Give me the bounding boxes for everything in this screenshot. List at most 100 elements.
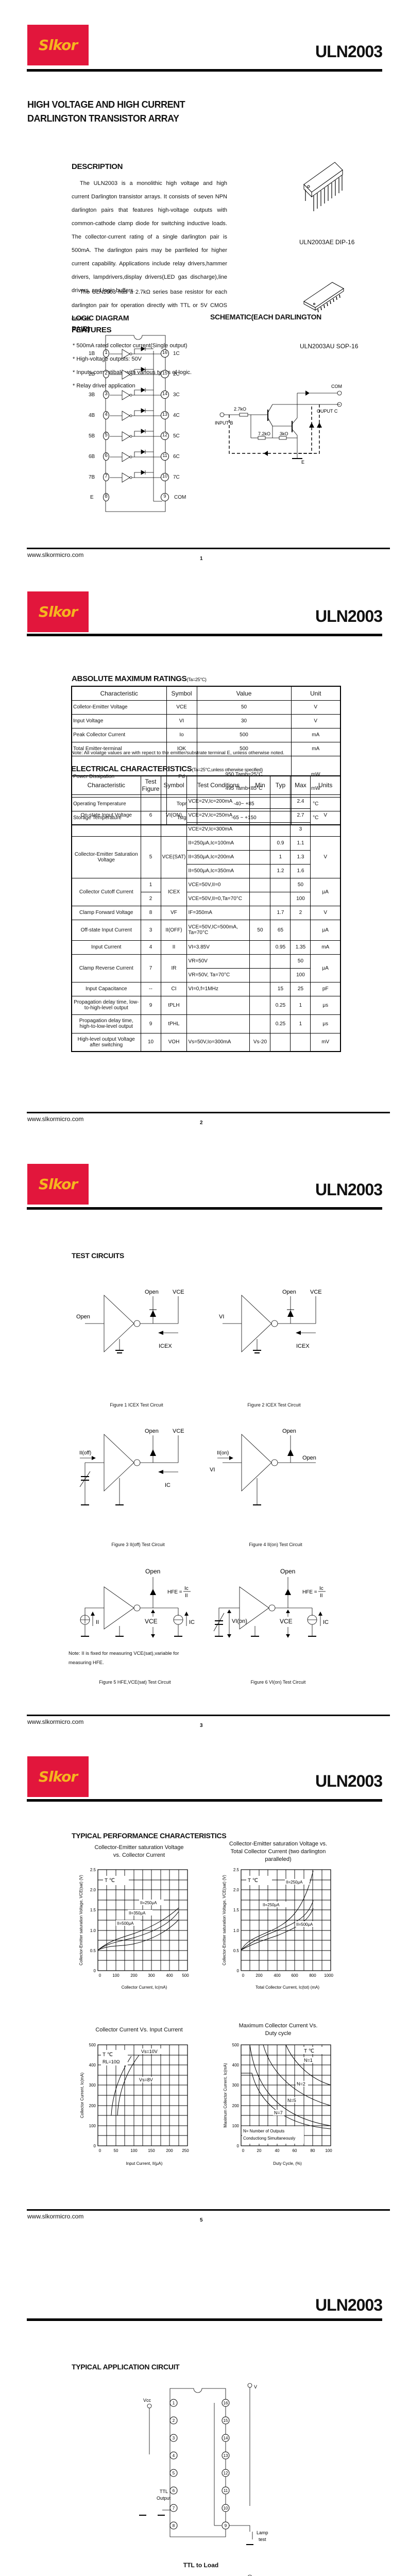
svg-text:Vs=8V: Vs=8V: [139, 2077, 153, 2082]
amr-note: Note: All volatge values are with repect…: [71, 750, 284, 756]
features-heading: FEATURES: [72, 326, 112, 334]
svg-text:7: 7: [173, 2506, 175, 2511]
chart-title: Collector-Emitter saturation Voltage vs.…: [94, 1844, 184, 1858]
svg-text:N= Number of Outputs: N= Number of Outputs: [243, 2129, 284, 2133]
figure-caption: Figure 2 ICEX Test Circuit: [247, 1402, 301, 1408]
svg-text:200: 200: [166, 2148, 173, 2153]
svg-text:13: 13: [224, 2453, 228, 2458]
svg-text:1: 1: [173, 2401, 175, 2405]
svg-text:VI: VI: [219, 1314, 224, 1320]
page-3: Slkor ULN2003 TEST CIRCUITS Open Open VC…: [0, 1157, 409, 1736]
svg-text:Input Current, II(μA): Input Current, II(μA): [126, 2161, 163, 2166]
svg-text:16: 16: [224, 2401, 228, 2405]
header-rule: [27, 2318, 382, 2321]
chart-vce-vs-ic: T ℃ II=250μA II=350μA II=500μA 2.52.01.5…: [79, 1868, 189, 1990]
description-heading: DESCRIPTION: [72, 162, 123, 171]
svg-text:400: 400: [274, 1973, 281, 1978]
svg-text:0: 0: [99, 2148, 101, 2153]
svg-text:N=5: N=5: [287, 2098, 296, 2103]
svg-text:6: 6: [173, 2488, 175, 2493]
svg-text:10: 10: [224, 2506, 228, 2511]
svg-text:1.5: 1.5: [90, 1908, 96, 1912]
svg-text:N=1: N=1: [304, 2058, 313, 2063]
svg-text:RL=10Ω: RL=10Ω: [103, 2059, 120, 2064]
svg-text:Open: Open: [145, 1568, 160, 1575]
svg-text:Collector-Emitter saturation V: Collector-Emitter saturation Voltage, VC…: [79, 1875, 83, 1965]
svg-text:test: test: [259, 2537, 266, 2542]
circuit-caption: TTL to Load: [183, 2562, 219, 2569]
svg-text:TTL: TTL: [160, 2489, 168, 2494]
svg-text:II: II: [185, 1593, 188, 1599]
svg-text:Open: Open: [280, 1568, 295, 1575]
svg-text:T ℃: T ℃: [304, 2048, 314, 2054]
chart-vce-vs-ictot: T ℃ II=250μA II=250μA II=500μA 2.52.01.5…: [222, 1868, 333, 1990]
svg-text:II=350μA: II=350μA: [129, 1911, 146, 1916]
svg-text:80: 80: [311, 2148, 315, 2153]
figure-2-circuit: VI Open VCE ICEX: [219, 1289, 322, 1353]
dip16-package-image: [303, 162, 343, 211]
figure-caption: Figure 4 II(on) Test Circuit: [249, 1542, 302, 1547]
figure-6-circuit: Open HFE = Ic II VI(on) VCE IC: [213, 1568, 329, 1638]
svg-text:7.2kO: 7.2kO: [258, 431, 270, 436]
svg-text:200: 200: [255, 1973, 263, 1978]
svg-text:2: 2: [173, 2418, 175, 2423]
header-rule: [27, 69, 382, 72]
description-paragraph-2: The ULN2003 has a 2.7kΩ series base resi…: [72, 289, 227, 322]
svg-text:Duty Cycle, (%): Duty Cycle, (%): [273, 2161, 302, 2166]
brand-logo: Slkor: [27, 591, 89, 632]
svg-text:T ℃: T ℃: [248, 1878, 258, 1884]
svg-text:Conductiong Simultaneously: Conductiong Simultaneously: [243, 2136, 295, 2141]
chart-ic-vs-ii: T ℃ RL=10Ω Vs=10V Vs=8V 5004003002001000…: [80, 2043, 189, 2166]
svg-text:II: II: [96, 1619, 99, 1625]
svg-text:Collector Current, Ic(mA): Collector Current, Ic(mA): [80, 2072, 84, 2118]
svg-text:VCE: VCE: [173, 1289, 184, 1295]
svg-text:IC: IC: [165, 1482, 171, 1488]
darlington-schematic: 2.7kO 7.2kO 3kO INPUT B COM OUPUT C E: [215, 384, 342, 465]
svg-text:Lamp: Lamp: [257, 2530, 268, 2535]
svg-text:Open: Open: [76, 1314, 90, 1320]
page-number: 1: [200, 556, 203, 562]
svg-text:INPUT B: INPUT B: [215, 420, 233, 426]
electrical-characteristics-table: Characteristic Test Figure Symbol Test C…: [71, 775, 341, 1052]
chart-title: Collector-Emitter saturation Voltage vs.…: [229, 1841, 328, 1862]
part-number: ULN2003: [315, 607, 383, 625]
svg-text:200: 200: [232, 2104, 240, 2108]
svg-text:E: E: [301, 460, 304, 465]
sop16-package-image: [303, 282, 344, 313]
brand-logo: Slkor: [27, 25, 89, 65]
svg-text:50: 50: [114, 2148, 118, 2153]
svg-text:300: 300: [148, 1973, 155, 1978]
svg-text:40: 40: [275, 2148, 280, 2153]
footer-link[interactable]: www.slkormicro.com: [27, 1115, 84, 1123]
svg-text:V: V: [254, 2384, 257, 2389]
svg-text:0.5: 0.5: [90, 1948, 96, 1953]
svg-text:200: 200: [89, 2104, 96, 2108]
inverter-gates: [110, 346, 161, 483]
svg-text:400: 400: [232, 2063, 240, 2067]
figure-3-circuit: II(off) Open VCE IC: [79, 1428, 184, 1505]
svg-text:T ℃: T ℃: [105, 1878, 115, 1884]
svg-text:2.5: 2.5: [90, 1868, 96, 1872]
logic-heading: LOGIC DIAGRAM PAIR): [72, 314, 129, 333]
footer-link[interactable]: www.slkormicro.com: [27, 551, 84, 558]
footer-link[interactable]: www.slkormicro.com: [27, 2213, 84, 2220]
doc-title: HIGH VOLTAGE AND HIGH CURRENT DARLINGTON…: [27, 99, 185, 124]
svg-text:Total Collector Current, Ic(to: Total Collector Current, Ic(tot) (mA): [255, 1985, 319, 1990]
header-rule: [27, 1799, 382, 1802]
footer-link[interactable]: www.slkormicro.com: [27, 1718, 84, 1725]
svg-text:Vs=10V: Vs=10V: [141, 2049, 158, 2054]
svg-text:IC: IC: [323, 1619, 329, 1625]
svg-text:500: 500: [89, 2043, 96, 2047]
svg-text:VI: VI: [210, 1467, 215, 1473]
svg-text:11: 11: [224, 2488, 228, 2493]
svg-text:300: 300: [89, 2083, 96, 2088]
